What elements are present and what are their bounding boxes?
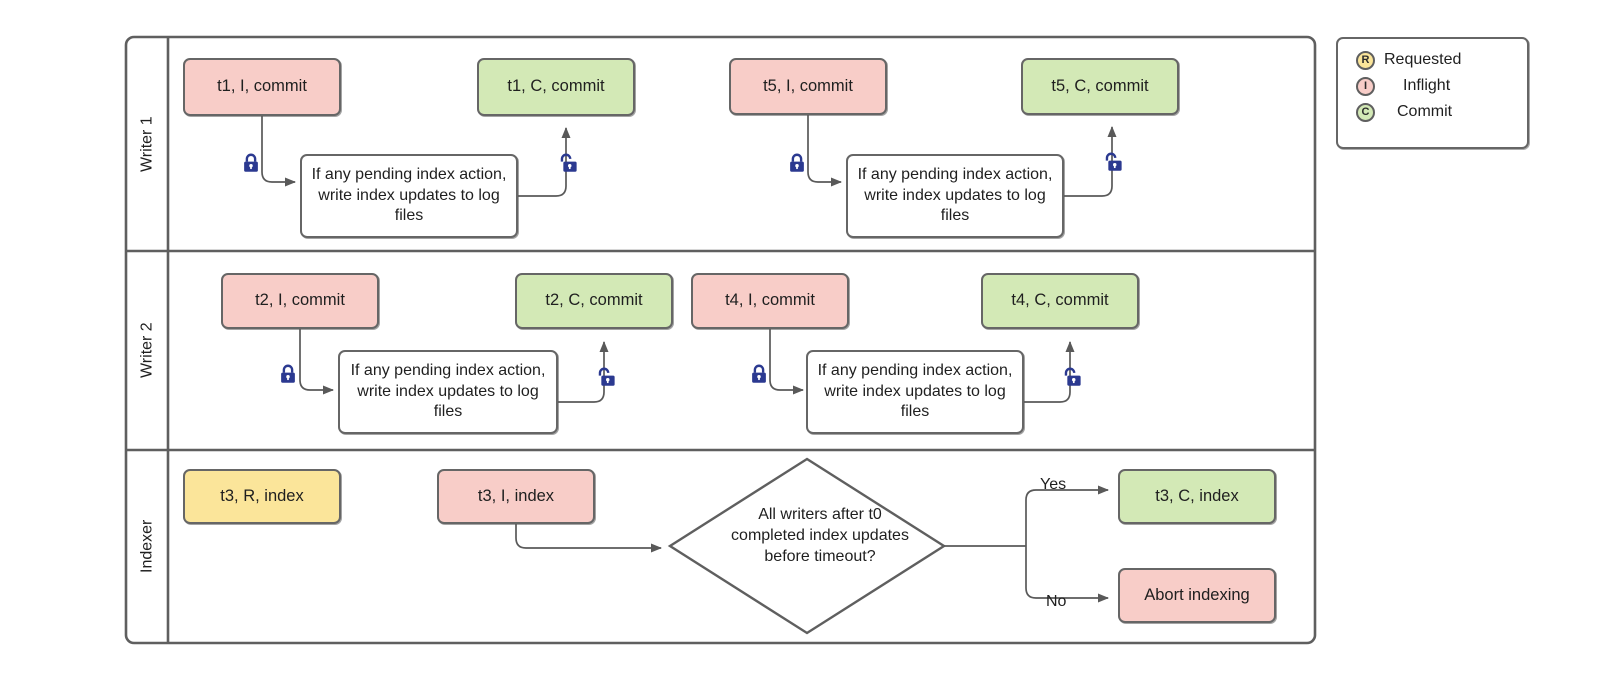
lock-open-icon	[1064, 367, 1081, 386]
node-label: Abort indexing	[1144, 585, 1250, 604]
node-t2-commit-commit[interactable]: t2, C, commit	[515, 273, 673, 329]
lane-label-writer-1: Writer 1	[127, 39, 168, 250]
node-label: If any pending index action, write index…	[857, 166, 1053, 225]
legend-label: Commit	[1397, 103, 1453, 120]
node-label: t5, C, commit	[1051, 76, 1149, 95]
node-t3-requested-index[interactable]: t3, R, index	[183, 469, 341, 524]
node-label: t3, I, index	[477, 486, 555, 505]
legend-item-inflight: I Inflight	[1356, 73, 1527, 99]
legend-panel: R Requested I Inflight C Commit	[1336, 37, 1529, 149]
node-label: t1, I, commit	[217, 77, 307, 96]
node-label: If any pending index action, write index…	[311, 166, 507, 225]
node-writer2-index-flush-1[interactable]: If any pending index action, write index…	[338, 350, 558, 434]
node-t4-commit-commit[interactable]: t4, C, commit	[981, 273, 1139, 329]
inflight-status-icon: I	[1356, 76, 1375, 96]
lock-closed-icon	[790, 153, 804, 172]
node-writer1-index-flush-1[interactable]: If any pending index action, write index…	[300, 154, 518, 238]
node-t4-inflight-commit[interactable]: t4, I, commit	[691, 273, 849, 329]
decision-line-2: completed index updates	[731, 526, 909, 544]
node-label: t3, R, index	[220, 486, 304, 505]
node-label: t4, C, commit	[1011, 291, 1109, 310]
node-t1-inflight-commit[interactable]: t1, I, commit	[183, 58, 341, 116]
node-label: t2, I, commit	[255, 291, 345, 310]
lock-closed-icon	[752, 364, 766, 383]
lock-closed-icon	[244, 153, 258, 172]
node-label: If any pending index action, write index…	[350, 362, 546, 421]
node-label: t1, C, commit	[507, 77, 605, 96]
lane-label-writer-2: Writer 2	[127, 252, 168, 449]
lane-label-text: Indexer	[138, 519, 156, 574]
node-label: t5, I, commit	[763, 76, 853, 95]
node-label: t2, C, commit	[545, 291, 643, 310]
node-t2-inflight-commit[interactable]: t2, I, commit	[221, 273, 379, 329]
node-writer1-index-flush-2[interactable]: If any pending index action, write index…	[846, 154, 1064, 238]
node-t3-commit-index[interactable]: t3, C, index	[1118, 469, 1276, 524]
edge-label-yes: Yes	[1040, 476, 1067, 493]
node-t1-commit-commit[interactable]: t1, C, commit	[477, 58, 635, 116]
legend-item-commit: C Commit	[1356, 99, 1527, 125]
decision-line-3: before timeout?	[764, 547, 876, 565]
node-abort-indexing[interactable]: Abort indexing	[1118, 568, 1276, 623]
node-writer2-index-flush-2[interactable]: If any pending index action, write index…	[806, 350, 1024, 434]
legend-item-requested: R Requested	[1356, 47, 1527, 73]
legend-label: Inflight	[1403, 77, 1451, 94]
node-t5-inflight-commit[interactable]: t5, I, commit	[729, 58, 887, 115]
edge-label-no: No	[1046, 593, 1067, 610]
lock-open-icon	[1105, 152, 1122, 171]
node-t3-inflight-index[interactable]: t3, I, index	[437, 469, 595, 524]
node-t5-commit-commit[interactable]: t5, C, commit	[1021, 58, 1179, 115]
lock-closed-icon	[281, 364, 295, 383]
decision-line-1: All writers after t0	[758, 506, 882, 523]
node-label: t4, I, commit	[725, 291, 815, 310]
lane-label-text: Writer 2	[138, 322, 156, 379]
node-label: If any pending index action, write index…	[817, 362, 1013, 421]
commit-status-icon: C	[1356, 102, 1375, 122]
lock-open-icon	[598, 367, 615, 386]
lane-label-text: Writer 1	[138, 116, 156, 173]
requested-status-icon: R	[1356, 50, 1375, 70]
lock-open-icon	[560, 153, 577, 172]
node-label: t3, C, index	[1155, 486, 1239, 505]
lane-label-indexer: Indexer	[127, 451, 168, 642]
legend-label: Requested	[1384, 51, 1462, 68]
decision-node-text: All writers after t0 completed index upd…	[690, 505, 950, 567]
